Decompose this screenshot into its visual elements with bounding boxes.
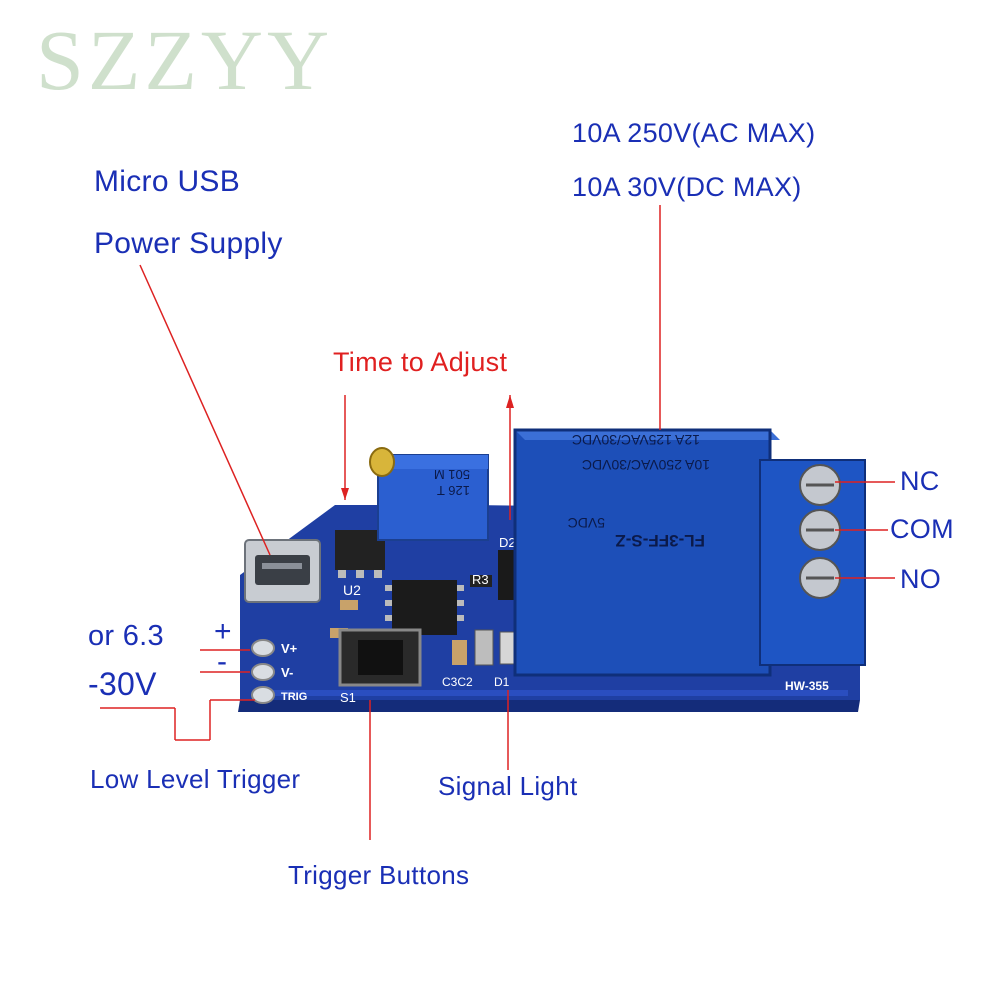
label-dc-rating: 10A 30V(DC MAX) (572, 172, 802, 202)
label-power-supply: Power Supply (94, 227, 283, 260)
label-com: COM (890, 514, 954, 544)
micro-usb-port (244, 539, 321, 603)
label-d1: D1 (494, 675, 510, 689)
label-low-level-trigger: Low Level Trigger (90, 764, 301, 794)
regulator-u2 (335, 530, 385, 578)
label-c3c2: C3C2 (442, 675, 473, 689)
label-s1: S1 (340, 690, 356, 705)
label-signal-light: Signal Light (438, 771, 578, 801)
label-ac-rating: 10A 250V(AC MAX) (572, 118, 816, 148)
label-plus: + (214, 615, 232, 648)
input-pads (251, 639, 275, 704)
label-minus: - (217, 645, 228, 678)
pad-label-trig: TRIG (281, 691, 307, 703)
relay-text-2: 10A 250VAC/30VDC (582, 457, 710, 473)
timer-ic (385, 580, 464, 635)
relay-text-1: 12A 125VAC/30VDC (572, 432, 700, 448)
leader-lines (100, 205, 895, 840)
pad-label-vplus: V+ (281, 641, 298, 656)
label-micro-usb: Micro USB (94, 165, 241, 198)
label-trigger-buttons: Trigger Buttons (288, 860, 470, 890)
label-r3: R3 (472, 572, 489, 587)
label-time-adjust: Time to Adjust (333, 347, 508, 377)
label-d2: D2 (499, 535, 516, 550)
label-voltage-line2: -30V (88, 666, 157, 702)
screw-terminal-block (759, 459, 866, 666)
pot-text-2: 126 T (437, 483, 470, 498)
relay (513, 428, 780, 677)
label-u2: U2 (343, 582, 361, 598)
pad-label-vminus: V- (281, 665, 293, 680)
board-model-label: HW-355 (785, 679, 829, 693)
potentiometer (369, 447, 489, 541)
relay-text-3: 5VDC (568, 515, 605, 531)
label-nc: NC (900, 466, 940, 496)
watermark-logo: SZZYY (36, 12, 334, 108)
pot-text-1: 501 M (434, 467, 470, 482)
trigger-button-s1 (338, 628, 422, 687)
label-voltage-line1: or 6.3 (88, 620, 164, 652)
relay-text-4: FL-3FF-S-Z (615, 531, 705, 550)
label-no: NO (900, 564, 942, 594)
